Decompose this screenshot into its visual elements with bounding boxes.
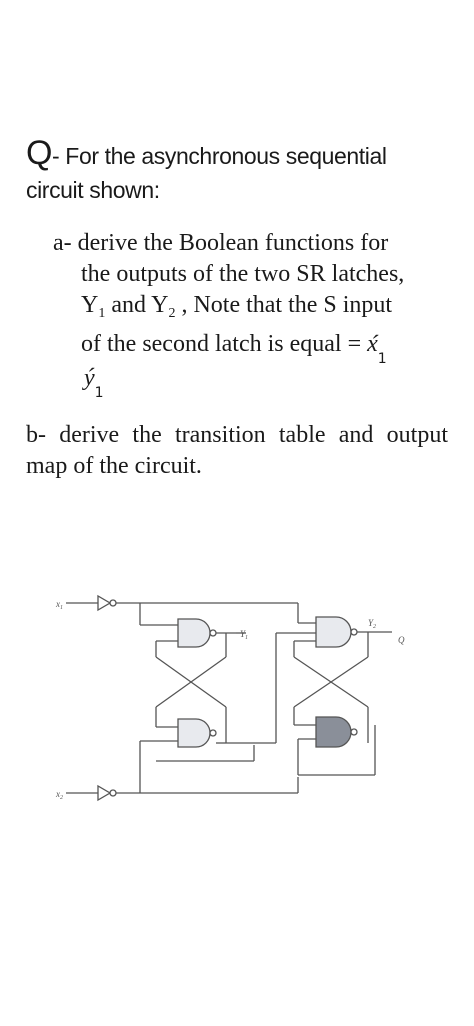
label-q: Q — [398, 635, 405, 645]
line-4-text: of the second latch is equal = — [81, 331, 368, 357]
part-a-line-2: the outputs of the two SR latches, — [81, 261, 405, 287]
label-y2: Y2 — [368, 618, 376, 630]
y1-prime: ý1 — [84, 365, 104, 401]
label-x1: x1 — [55, 599, 63, 611]
y1-prime-subscript: 1 — [94, 385, 104, 401]
y1-symbol: Y — [81, 292, 99, 318]
part-b: b- derive the transition table and outpu… — [26, 422, 448, 479]
question-heading: Q- For the asynchronous sequential circu… — [26, 136, 446, 207]
y2-symbol: Y — [151, 292, 169, 318]
label-x2: x2 — [55, 789, 63, 801]
part-a: a- derive the Boolean functions for the … — [53, 228, 448, 375]
x1-prime-subscript: 1 — [377, 351, 387, 367]
question-text: - For the asynchronous sequential circui… — [26, 143, 387, 203]
label-y1: Y1 — [240, 629, 248, 641]
part-a-line-3: Y1 and Y2 , Note that the S input — [53, 290, 448, 329]
question: Q- For the asynchronous sequential circu… — [26, 136, 446, 207]
and-word: and — [105, 292, 152, 318]
circuit-diagram: x1 x2 Y1 Y2 Q — [55, 594, 405, 802]
part-a-line-1: a- derive the Boolean functions for — [53, 230, 389, 256]
y2-subscript: 2 — [168, 306, 176, 321]
x1-prime-symbol: x́ — [367, 331, 378, 357]
y1-subscript: 1 — [98, 306, 106, 321]
part-a-line-4: of the second latch is equal = x́1 — [53, 329, 448, 375]
y1-prime-symbol: ý — [84, 365, 95, 391]
question-letter: Q — [26, 134, 53, 172]
note-text: , Note that the S input — [175, 292, 393, 318]
